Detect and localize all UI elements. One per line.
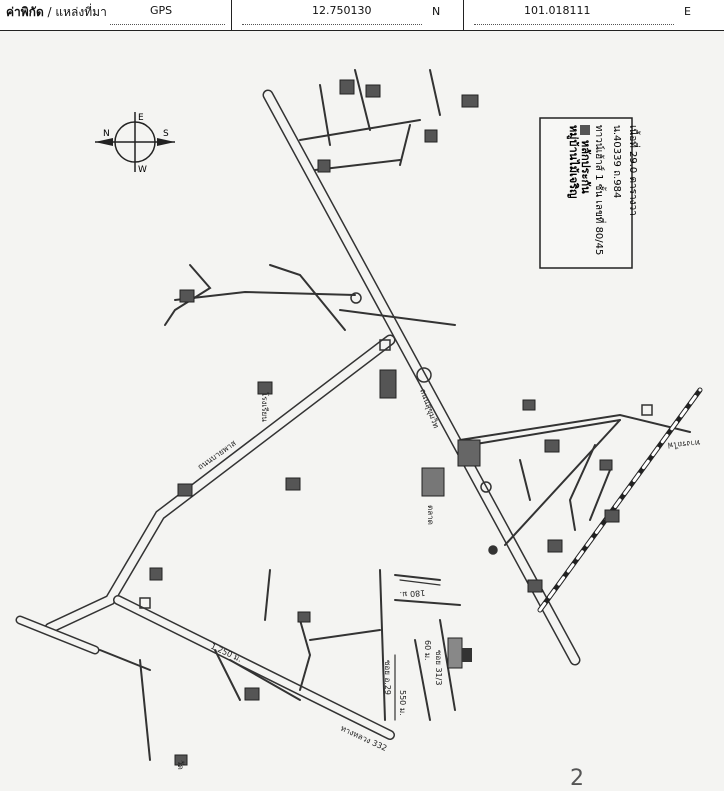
label-distance-180: 180 ม. xyxy=(399,588,425,599)
legend-area: เนื้อที่ 29.0 ตารางวา xyxy=(627,125,641,216)
subject-property-marker[interactable] xyxy=(462,648,472,662)
legend-lot: น.40339 ถ.984 xyxy=(611,125,622,198)
legend-swatch xyxy=(580,125,590,135)
latitude-cell: 12.750130 N xyxy=(232,0,464,30)
legend-title: หมู่บ้านไม้เจริญ xyxy=(566,125,581,198)
legend-deed: ทาวน์เฮ้าส์ 1 ชั้น เลขที่ 80/45 xyxy=(593,125,607,255)
svg-text:N: N xyxy=(103,129,110,139)
label-railway: ทางรถไฟ xyxy=(667,438,700,450)
label-soi-29: ซอย อ.29 xyxy=(383,660,392,695)
lower-road xyxy=(113,595,395,740)
svg-text:E: E xyxy=(138,113,144,123)
legend-item: หลักประกัน xyxy=(579,140,592,194)
landmark-buildings xyxy=(149,79,620,766)
svg-text:S: S xyxy=(163,129,169,139)
coordinate-header: ค่าพิกัด / แหล่งที่มา GPS 12.750130 N 10… xyxy=(0,0,724,31)
coordinate-label-cell: ค่าพิกัด / แหล่งที่มา GPS xyxy=(0,0,232,30)
source-label: / แหล่งที่มา xyxy=(43,5,107,19)
distance-markers xyxy=(394,579,441,721)
railway-line xyxy=(537,387,703,613)
longitude-unit: E xyxy=(684,5,691,18)
label-distance-550: 550 ม. xyxy=(398,690,407,716)
source-value: GPS xyxy=(150,4,173,17)
bypass-road xyxy=(44,334,396,634)
latitude-unit: N xyxy=(432,5,441,18)
label-soi-31-3: ซอย 31/3 xyxy=(434,650,443,685)
latitude-value: 12.750130 xyxy=(312,4,372,17)
label-market: ตลาด xyxy=(426,505,435,525)
compass-rose-icon: N S E W xyxy=(95,112,175,175)
page-mark: 2 xyxy=(570,766,584,791)
label-school: โรงเรียน xyxy=(260,392,270,422)
label-distance-60: 60 ม. xyxy=(423,640,432,661)
main-road xyxy=(262,89,581,666)
svg-text:W: W xyxy=(138,165,147,175)
coordinate-label: ค่าพิกัด xyxy=(6,5,44,19)
longitude-cell: 101.018111 E xyxy=(464,0,724,30)
left-road xyxy=(15,615,100,655)
map-icons xyxy=(139,292,653,609)
map-legend: หมู่บ้านไม้เจริญ หลักประกัน ทาวน์เฮ้าส์ … xyxy=(539,117,641,269)
longitude-value: 101.018111 xyxy=(524,4,591,17)
label-temple: วัด xyxy=(176,760,185,770)
